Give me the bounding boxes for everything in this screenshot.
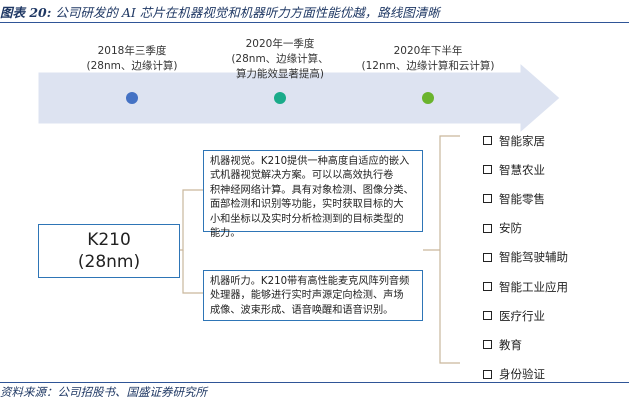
hearing-line: 处理器，能够进行实时声源定向检测、声场 xyxy=(210,290,404,302)
vision-line: 式机器视觉解决方案。可以以高效执行卷 xyxy=(210,170,394,182)
list-item: 安防 xyxy=(483,214,568,243)
hearing-line: 机器听力。K210带有高性能麦克风阵列音频 xyxy=(210,276,410,287)
list-item: 智能驾驶辅助 xyxy=(483,243,568,272)
application-label: 安防 xyxy=(499,221,522,236)
application-label: 智能零售 xyxy=(499,191,545,206)
checkbox-square-icon xyxy=(483,223,492,233)
timeline-detail: (28nm、边缘计算) xyxy=(86,60,178,72)
checkbox-square-icon xyxy=(483,369,492,379)
application-label: 身份验证 xyxy=(499,367,545,382)
timeline-label-2018q3: 2018年三季度 (28nm、边缘计算) xyxy=(82,44,182,74)
vision-line: 能力。 xyxy=(210,228,241,240)
product-process: (28nm) xyxy=(77,252,141,272)
vision-line: 积神经网络计算。具有对象检测、图像分类、 xyxy=(210,184,414,196)
vision-description-box: 机器视觉。K210提供一种高度自适应的嵌入 式机器视觉解决方案。可以以高效执行卷… xyxy=(203,150,423,239)
checkbox-square-icon xyxy=(483,136,492,146)
checkbox-square-icon xyxy=(483,165,492,175)
application-label: 医疗行业 xyxy=(499,308,545,323)
timeline-period: 2018年三季度 xyxy=(97,45,167,57)
connector-k210-hearing xyxy=(182,250,203,294)
timeline-label-2020h2: 2020年下半年 (12nm、边缘计算和云计算) xyxy=(358,44,498,74)
timeline-detail-line1: (28nm、边缘计算、 xyxy=(231,53,329,65)
product-box-k210: K210 (28nm) xyxy=(38,224,180,278)
vision-line: 面部检测和识别等功能，实时获取目标的大 xyxy=(210,199,404,211)
checkbox-square-icon xyxy=(483,340,492,350)
vision-line: 机器视觉。K210提供一种高度自适应的嵌入 xyxy=(210,156,410,167)
hearing-line: 成像、波束形成、语音唤醒和语音识别。 xyxy=(210,304,394,316)
checkbox-square-icon xyxy=(483,311,492,321)
hearing-description-box: 机器听力。K210带有高性能麦克风阵列音频 处理器，能够进行实时声源定向检测、声… xyxy=(203,270,423,321)
figure-number: 图表 20: xyxy=(0,5,52,20)
application-label: 智能驾驶辅助 xyxy=(499,250,568,265)
checkbox-square-icon xyxy=(483,282,492,292)
applications-list: 智能家居 智慧农业 智能零售 安防 智能驾驶辅助 智能工业应用 医疗行业 教育 … xyxy=(483,126,568,389)
source-note: 资料来源：公司招股书、国盛证券研究所 xyxy=(0,385,207,399)
list-item: 医疗行业 xyxy=(483,301,568,330)
list-item: 智能家居 xyxy=(483,126,568,155)
connector-k210-vision xyxy=(178,189,203,251)
figure-title-text: 公司研发的 AI 芯片在机器视觉和机器听力方面性能优越，路线图清晰 xyxy=(55,5,440,20)
top-rule xyxy=(0,22,629,23)
list-item: 智能零售 xyxy=(483,184,568,213)
vision-line: 小和坐标以及实时分析检测到的目标类型的 xyxy=(210,213,404,225)
application-label: 智慧农业 xyxy=(499,162,545,177)
timeline-dot-2020q1 xyxy=(274,92,286,104)
timeline-period: 2020年一季度 xyxy=(245,38,315,50)
timeline-label-2020q1: 2020年一季度 (28nm、边缘计算、 算力能效显著提高) xyxy=(220,37,340,82)
bottom-rule xyxy=(0,382,629,383)
timeline-arrow xyxy=(37,61,561,135)
timeline-dot-2018q3 xyxy=(126,92,138,104)
applications-bracket xyxy=(439,135,460,364)
checkbox-square-icon xyxy=(483,194,492,204)
list-item: 智能工业应用 xyxy=(483,272,568,301)
figure-title: 图表 20: 公司研发的 AI 芯片在机器视觉和机器听力方面性能优越，路线图清晰 xyxy=(0,2,629,22)
application-label: 教育 xyxy=(499,337,522,352)
application-label: 智能工业应用 xyxy=(499,279,568,294)
list-item: 身份验证 xyxy=(483,360,568,389)
timeline-detail: (12nm、边缘计算和云计算) xyxy=(361,60,495,72)
list-item: 教育 xyxy=(483,330,568,359)
list-item: 智慧农业 xyxy=(483,155,568,184)
timeline-dot-2020h2 xyxy=(422,92,434,104)
checkbox-square-icon xyxy=(483,252,492,262)
application-label: 智能家居 xyxy=(499,133,545,148)
product-name: K210 xyxy=(87,230,131,250)
timeline-period: 2020年下半年 xyxy=(393,45,463,57)
timeline-detail-line2: 算力能效显著提高) xyxy=(235,68,325,80)
